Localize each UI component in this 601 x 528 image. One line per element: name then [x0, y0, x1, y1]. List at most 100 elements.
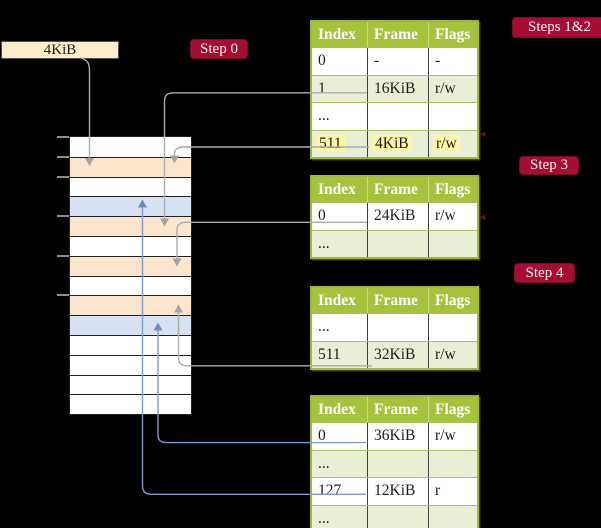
red-arrow-stub-l3-row0: [480, 214, 486, 220]
table-row: 127 12KiB r: [312, 477, 477, 505]
badge-step-3: Step 3: [519, 156, 579, 175]
table-cell: ...: [312, 230, 368, 257]
cell-value: 12KiB: [374, 482, 416, 499]
table-cell: ...: [312, 505, 368, 528]
table-cell: [368, 505, 429, 528]
table-row: ...: [312, 449, 477, 477]
column-header-frame: Frame: [368, 22, 429, 47]
cell-value: 36KiB: [374, 427, 416, 444]
cell-value: r/w: [433, 134, 460, 152]
memory-row-mappedframe: [70, 315, 191, 335]
memory-row-free: [70, 235, 191, 256]
address-tick: [57, 254, 69, 257]
cell-value: ...: [318, 107, 330, 124]
table-row: 0 36KiB r/w: [312, 422, 477, 450]
table-cell: 511: [312, 341, 368, 368]
column-header-frame: Frame: [368, 397, 429, 422]
cell-value: r/w: [435, 345, 456, 363]
table-cell: ...: [312, 450, 368, 477]
cell-value: 511: [316, 134, 345, 152]
table-cell: [368, 103, 429, 130]
table-cell: [429, 506, 477, 528]
cell-value: 1: [318, 79, 326, 97]
cell-value: 4KiB: [372, 134, 412, 152]
table-cell: r: [429, 478, 477, 505]
cell-value: r/w: [435, 79, 456, 97]
column-header-index: Index: [312, 22, 368, 47]
memory-row-free: [70, 354, 191, 375]
memory-row-free: [70, 137, 191, 157]
table-cell: 0: [312, 203, 368, 230]
cr3-pointer-box: 4KiB: [1, 41, 119, 59]
table-cell: [429, 314, 477, 341]
badge-step-4: Step 4: [514, 263, 575, 283]
table-cell: r/w: [429, 203, 477, 230]
cell-value: ...: [318, 454, 330, 472]
table-cell: 1: [312, 75, 368, 102]
table-cell: 511: [312, 130, 368, 157]
table-row: ...: [312, 102, 477, 130]
badge-steps-1-2: Steps 1&2: [512, 17, 601, 38]
address-tick: [57, 155, 69, 158]
table-cell: 16KiB: [368, 75, 429, 102]
table-cell: 12KiB: [368, 478, 429, 505]
cr3-box-label: 4KiB: [43, 42, 77, 58]
table-cell: -: [368, 48, 429, 75]
table-cell: 4KiB: [368, 130, 429, 157]
cell-value: 16KiB: [374, 79, 416, 97]
column-header-index: Index: [312, 177, 368, 202]
cell-value: 0: [318, 427, 326, 444]
cell-value: r/w: [435, 207, 456, 224]
table-cell: [368, 450, 429, 477]
memory-row-pagetable: [70, 295, 191, 316]
cell-value: ...: [318, 509, 330, 527]
column-header-flags: Flags: [435, 181, 471, 198]
cell-value: 32KiB: [374, 345, 416, 363]
table-row: 511 4KiB r/w: [312, 129, 477, 158]
column-header-index: Index: [312, 288, 368, 313]
column-header-index: Index: [312, 397, 368, 422]
table-row: 1 16KiB r/w: [312, 74, 477, 102]
cell-value: r/w: [435, 427, 456, 444]
address-tick: [57, 215, 69, 218]
table-cell: -: [429, 48, 477, 75]
memory-row-free: [70, 334, 191, 355]
cell-value: 24KiB: [374, 207, 416, 224]
table-cell: ...: [312, 314, 368, 341]
cell-value: 127: [318, 482, 342, 499]
table-cell: r/w: [429, 423, 477, 450]
cell-value: ...: [318, 234, 330, 252]
memory-row-free: [70, 275, 191, 296]
memory-row-free: [70, 374, 191, 395]
cell-value: ...: [318, 318, 330, 335]
memory-row-free: [70, 176, 191, 197]
column-header-flags: Flags: [435, 292, 471, 309]
cell-value: 0: [318, 52, 326, 69]
table-row: ...: [312, 504, 477, 528]
table-cell: 127: [312, 478, 368, 505]
memory-row-pagetable: [70, 156, 191, 177]
memory-row-pagetable: [70, 255, 191, 276]
table-cell: r/w: [429, 131, 477, 158]
table-cell: r/w: [429, 342, 477, 369]
cell-value: -: [374, 52, 380, 69]
table-cell: [368, 230, 429, 257]
memory-row-mappedframe: [70, 196, 191, 217]
badge-step-0: Step 0: [190, 39, 248, 59]
table-cell: 24KiB: [368, 203, 429, 230]
cell-value: 511: [318, 345, 341, 363]
table-row: 511 32KiB r/w: [312, 340, 477, 369]
column-header-frame: Frame: [368, 177, 429, 202]
cell-value: 0: [318, 207, 326, 224]
table-row: ...: [312, 313, 477, 341]
column-header-flags: Flags: [435, 26, 471, 43]
address-tick: [57, 136, 69, 138]
table-cell: [429, 103, 477, 130]
